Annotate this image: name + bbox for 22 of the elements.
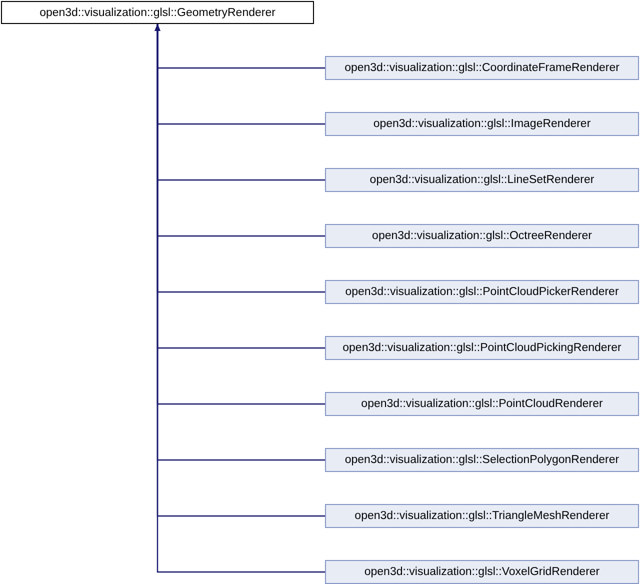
class-name: open3d::visualization::glsl::ImageRenderer [373,117,591,131]
class-name: open3d::visualization::glsl::VoxelGridRenderer [364,565,600,579]
class-box [325,224,639,248]
class-box [325,504,639,528]
class-box [325,336,639,360]
class-name: open3d::visualization::glsl::SelectionPolygonRenderer [344,453,620,467]
class-name: open3d::visualization::glsl::PointCloudPickingRenderer [342,341,622,355]
class-name: open3d::visualization::glsl::PointCloudPickerRenderer [345,285,619,299]
class-box [325,392,639,416]
class-name: open3d::visualization::glsl::CoordinateFrameRenderer [344,61,620,75]
class-name: open3d::visualization::glsl::GeometryRenderer [40,6,276,20]
class-box [1,1,314,24]
class-box [325,56,639,80]
class-name: open3d::visualization::glsl::OctreeRenderer [372,229,592,243]
class-name: open3d::visualization::glsl::PointCloudRenderer [361,397,603,411]
class-box [325,280,639,304]
class-box [325,560,639,584]
class-box [325,448,639,472]
class-box [325,112,639,136]
class-name: open3d::visualization::glsl::TriangleMeshRenderer [354,509,610,523]
class-name: open3d::visualization::glsl::LineSetRenderer [370,173,594,187]
class-box [325,168,639,192]
